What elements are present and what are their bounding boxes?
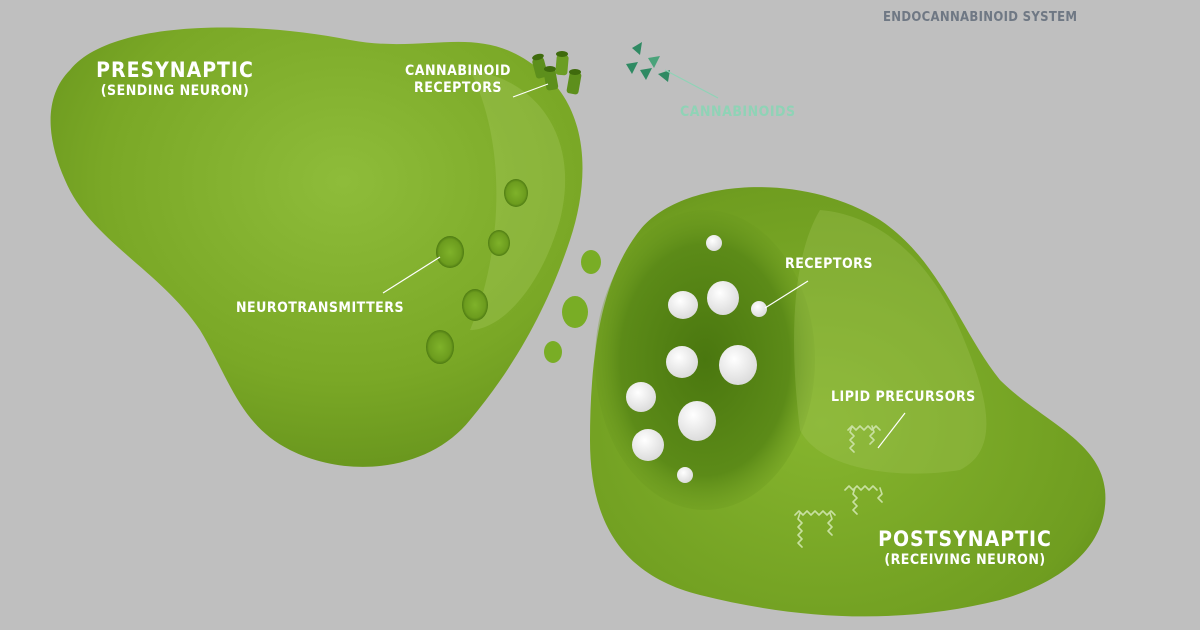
receptor-pocket	[595, 210, 815, 510]
receptor-blob-icon	[706, 235, 722, 251]
cannabinoid-molecule-icon	[626, 42, 670, 82]
postsynaptic-subtitle: (RECEIVING NEURON)	[884, 552, 1046, 569]
lipid-precursors-label: LIPID PRECURSORS	[831, 389, 976, 405]
receptor-blob-icon	[668, 291, 698, 319]
postsynaptic-title: POSTSYNAPTIC	[878, 527, 1052, 551]
lipid-squiggle-icon	[794, 425, 883, 548]
cannabinoid-receptors-line2: RECEPTORS	[414, 79, 502, 96]
cannabinoid-receptors-label: CANNABINOID RECEPTORS	[400, 63, 516, 97]
pointer-cannabinoid-receptors	[512, 83, 549, 98]
receptor-blob-icon	[707, 281, 739, 315]
receptor-blob-icon	[751, 301, 767, 317]
vesicle	[562, 296, 588, 328]
receptor-blob-icon	[666, 346, 698, 378]
receptors-label: RECEPTORS	[785, 256, 873, 272]
vesicle	[436, 236, 464, 268]
presynaptic-title: PRESYNAPTIC	[96, 58, 254, 82]
presynaptic-label: PRESYNAPTIC (SENDING NEURON)	[95, 58, 255, 100]
pointer-receptors	[764, 280, 809, 309]
diagram-title: ENDOCANNABINOID SYSTEM	[883, 10, 1078, 25]
cannabinoids-label: CANNABINOIDS	[680, 104, 796, 120]
vesicle	[488, 230, 510, 256]
vesicle	[462, 289, 488, 321]
vesicle	[544, 341, 562, 363]
receptor-blob-icon	[677, 467, 693, 483]
neurotransmitters-label: NEUROTRANSMITTERS	[236, 300, 405, 316]
presynaptic-subtitle: (SENDING NEURON)	[100, 83, 250, 100]
receptor-blobs	[626, 235, 767, 483]
pointer-cannabinoids	[664, 69, 719, 99]
pointer-lipid-precursors	[877, 412, 906, 449]
vesicle	[504, 179, 528, 207]
pointer-lines	[382, 83, 906, 449]
receptor-blob-icon	[626, 382, 656, 412]
cannabinoid-receptors-line1: CANNABINOID	[405, 63, 511, 79]
postsynaptic-highlight	[794, 210, 987, 474]
neurotransmitter-vesicles	[426, 179, 528, 364]
postsynaptic-label: POSTSYNAPTIC (RECEIVING NEURON)	[875, 527, 1055, 569]
receptor-blob-icon	[719, 345, 757, 385]
cleft-vesicles	[544, 250, 601, 363]
vesicle	[581, 250, 601, 274]
receptor-blob-icon	[632, 429, 664, 461]
receptor-blob-icon	[678, 401, 716, 441]
pointer-neurotransmitters	[382, 256, 441, 294]
cannabinoid-receptor-icon	[532, 51, 582, 95]
vesicle	[426, 330, 454, 364]
